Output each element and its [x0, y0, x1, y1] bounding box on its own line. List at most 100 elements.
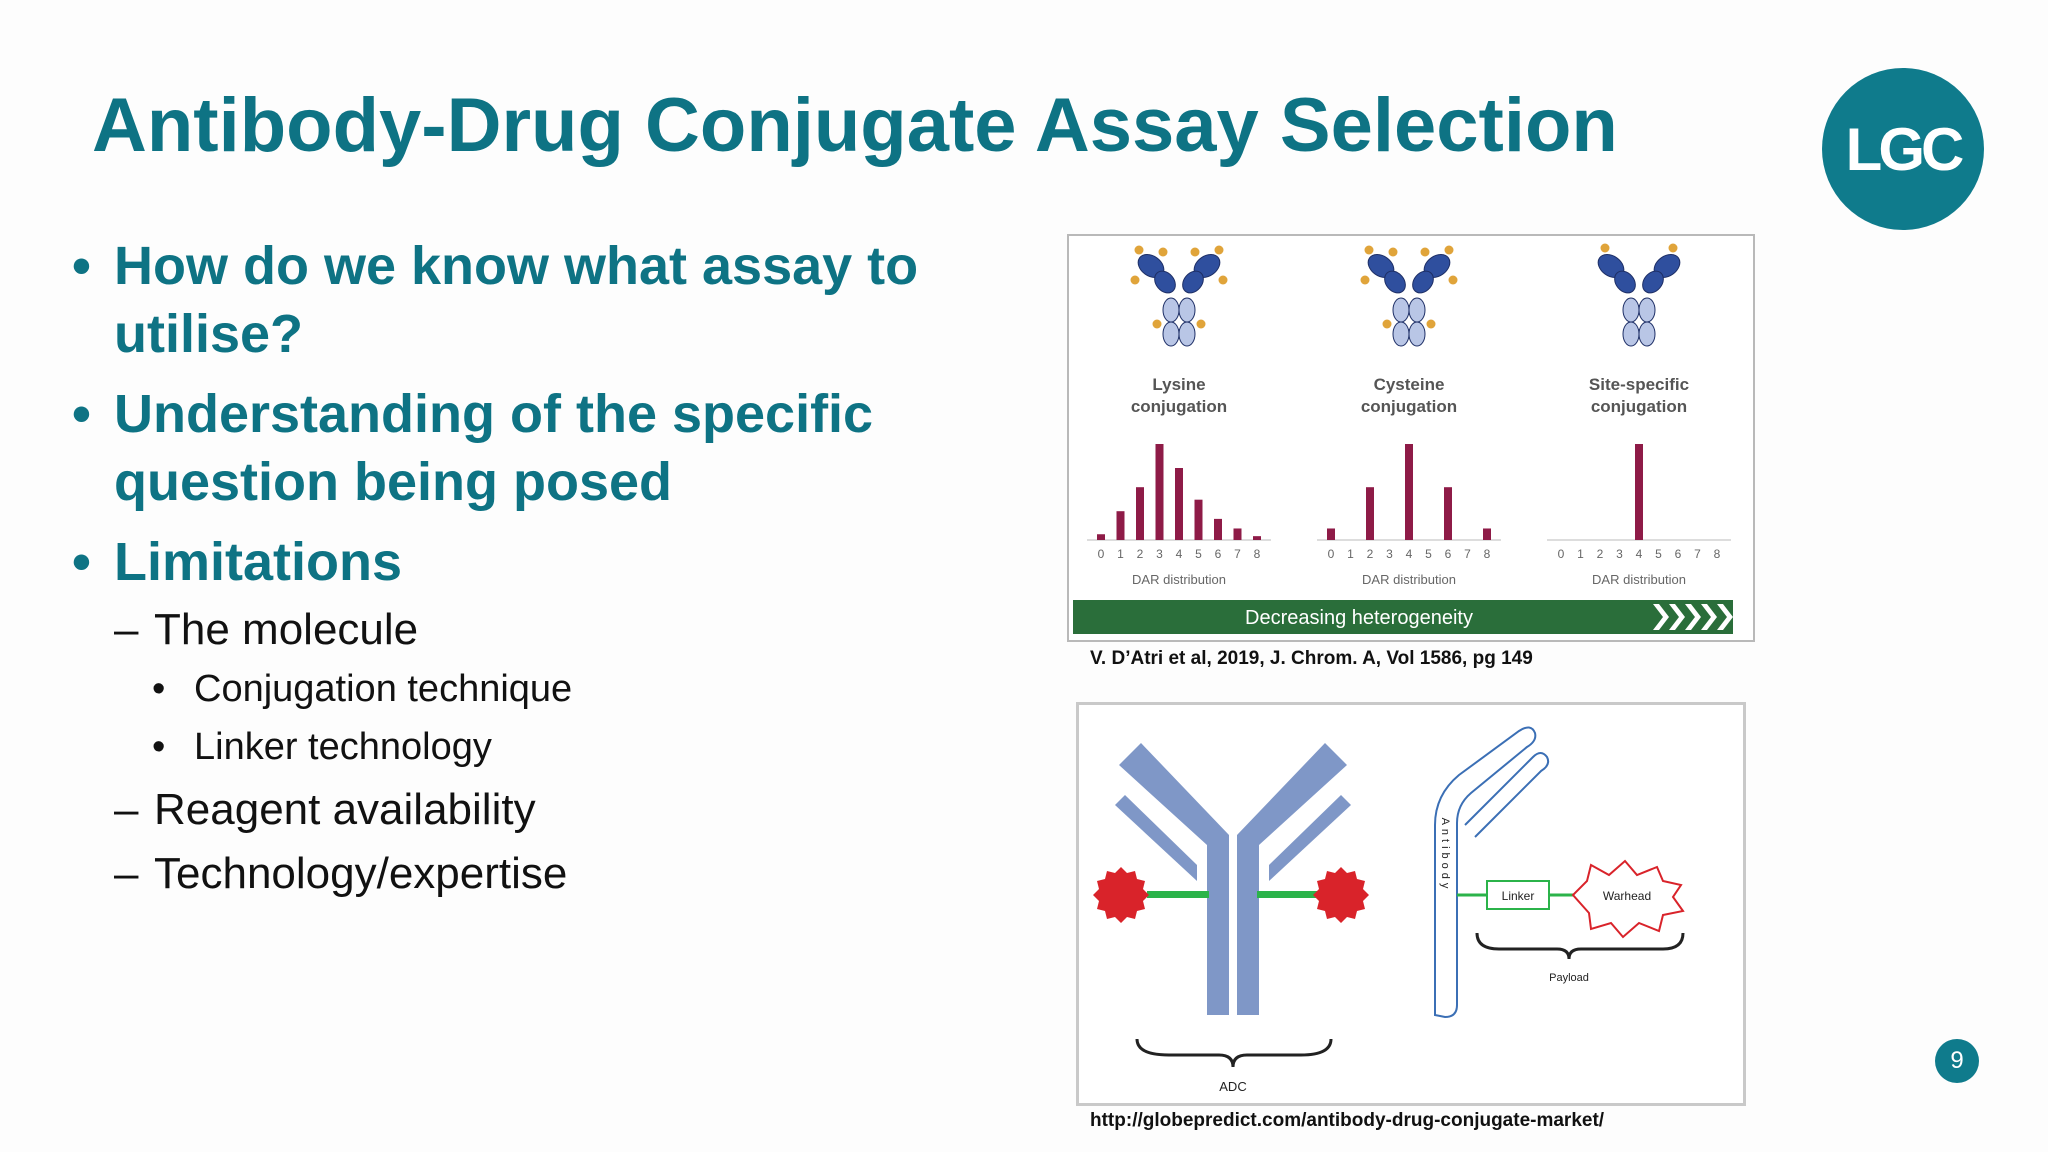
drug-dot-icon [1382, 319, 1392, 329]
dar-axis-label: DAR distribution [1592, 572, 1686, 587]
antibody-arm [1642, 270, 1664, 294]
antibody-stem [1408, 321, 1426, 347]
sub-bullet-text: Reagent availability [154, 785, 536, 834]
drug-dot-icon [1444, 245, 1454, 255]
drug-dot-icon [1600, 243, 1610, 253]
panel-label-line1: Site-specific [1589, 375, 1689, 394]
bullet-dot-icon: • [72, 532, 91, 592]
antibody-stem [1178, 321, 1196, 347]
linker-left [1147, 891, 1209, 898]
antibody-stem [1162, 297, 1180, 323]
dar-bar [1097, 534, 1105, 540]
dash-icon: – [114, 785, 139, 834]
sub-bullet-text: Technology/expertise [154, 849, 568, 898]
dar-bar [1194, 499, 1203, 540]
antibody-stem [1178, 297, 1196, 323]
drug-dot-icon [1364, 245, 1374, 255]
sub-bullet-item: – Reagent availability [72, 780, 1032, 840]
linker-box [1486, 880, 1550, 910]
panel-label-line2: conjugation [1591, 397, 1687, 416]
bullet-text: Limitations [114, 532, 403, 592]
antibody-stem [1638, 321, 1656, 347]
sub-bullet-item: – Technology/expertise [72, 844, 1032, 904]
antibody-arm [1154, 270, 1176, 294]
drug-dot-icon [1668, 243, 1678, 253]
dar-tick-label: 8 [1714, 547, 1721, 561]
bullet-item: • Understanding of the specific question… [72, 380, 1032, 516]
bullet-text: Understanding of the specific question b… [114, 384, 874, 512]
dar-tick-label: 0 [1558, 547, 1565, 561]
figure-citation: V. D’Atri et al, 2019, J. Chrom. A, Vol … [1090, 648, 1533, 669]
dar-tick-label: 5 [1195, 547, 1202, 561]
dar-tick-label: 8 [1254, 547, 1261, 561]
sub-sub-bullet-text: Linker technology [194, 726, 492, 768]
dar-tick-label: 5 [1655, 547, 1662, 561]
dar-tick-label: 3 [1616, 547, 1623, 561]
antibody-stem [1408, 297, 1426, 323]
dar-tick-label: 2 [1597, 547, 1604, 561]
linker-label: Linker [1502, 889, 1535, 903]
dar-tick-label: 4 [1406, 547, 1413, 561]
dar-tick-label: 4 [1636, 547, 1643, 561]
warhead-label: Warhead [1603, 889, 1651, 903]
drug-dot-icon [1214, 245, 1224, 255]
dar-tick-label: 8 [1484, 547, 1491, 561]
panel-label-line1: Lysine [1152, 375, 1205, 394]
antibody-vertical-label: Antibody [1439, 818, 1451, 893]
antibody-stem [1622, 321, 1640, 347]
dar-tick-label: 1 [1117, 547, 1124, 561]
bullet-dot-icon: • [72, 236, 91, 296]
dar-tick-label: 1 [1577, 547, 1584, 561]
payload-brace [1475, 932, 1685, 960]
dar-bar [1233, 528, 1242, 540]
figure-url: http://globepredict.com/antibody-drug-co… [1090, 1110, 1605, 1131]
dar-tick-label: 7 [1694, 547, 1701, 561]
antibody-icon [1115, 743, 1351, 1015]
antibody-arm [1412, 270, 1434, 294]
dar-tick-label: 6 [1215, 547, 1222, 561]
dar-bar [1253, 536, 1261, 540]
page-number: 9 [1935, 1039, 1979, 1083]
chevrons-icon [1653, 604, 1733, 630]
bullet-dot-icon: • [72, 384, 91, 444]
warhead-icon [1571, 859, 1685, 939]
lgc-logo: LGC [1822, 68, 1984, 230]
sub-sub-bullet-item: • Conjugation technique [72, 660, 1032, 718]
drug-dot-icon [1426, 319, 1436, 329]
dar-bar [1116, 511, 1125, 540]
dash-icon: – [114, 605, 139, 654]
dar-bar [1635, 444, 1643, 540]
drug-dot-icon [1218, 275, 1228, 285]
adc-label: ADC [1219, 1079, 1246, 1094]
adc-figure-svg: ADC Antibody Linker Warhead Payload [1093, 726, 1685, 1094]
antibody-stem [1622, 297, 1640, 323]
adc-figure: ADC Antibody Linker Warhead Payload [1076, 702, 1746, 1106]
dar-tick-label: 0 [1098, 547, 1105, 561]
adc-brace [1135, 1038, 1333, 1068]
dar-tick-label: 6 [1675, 547, 1682, 561]
panel-label-line1: Cysteine [1374, 375, 1445, 394]
bullet-dot-icon: • [152, 668, 166, 710]
drug-dot-icon [1420, 247, 1430, 257]
dar-tick-label: 0 [1328, 547, 1335, 561]
dar-tick-label: 7 [1464, 547, 1471, 561]
dar-tick-label: 2 [1137, 547, 1144, 561]
dar-bar [1155, 444, 1164, 540]
drug-right-icon [1313, 867, 1369, 923]
drug-dot-icon [1360, 275, 1370, 285]
payload-label: Payload [1549, 972, 1589, 984]
antibody-small-icon [1367, 254, 1451, 347]
bullet-item: • Limitations [72, 528, 1032, 596]
antibody-arm [1614, 270, 1636, 294]
bullet-list: • How do we know what assay to utilise? … [72, 232, 1032, 904]
antibody-stem [1638, 297, 1656, 323]
drug-dot-icon [1152, 319, 1162, 329]
dar-bar [1327, 528, 1335, 540]
antibody-arm [1384, 270, 1406, 294]
drug-dot-icon [1190, 247, 1200, 257]
dar-bar [1175, 468, 1183, 540]
dar-tick-label: 4 [1176, 547, 1183, 561]
slide-title: Antibody-Drug Conjugate Assay Selection [92, 83, 1618, 168]
